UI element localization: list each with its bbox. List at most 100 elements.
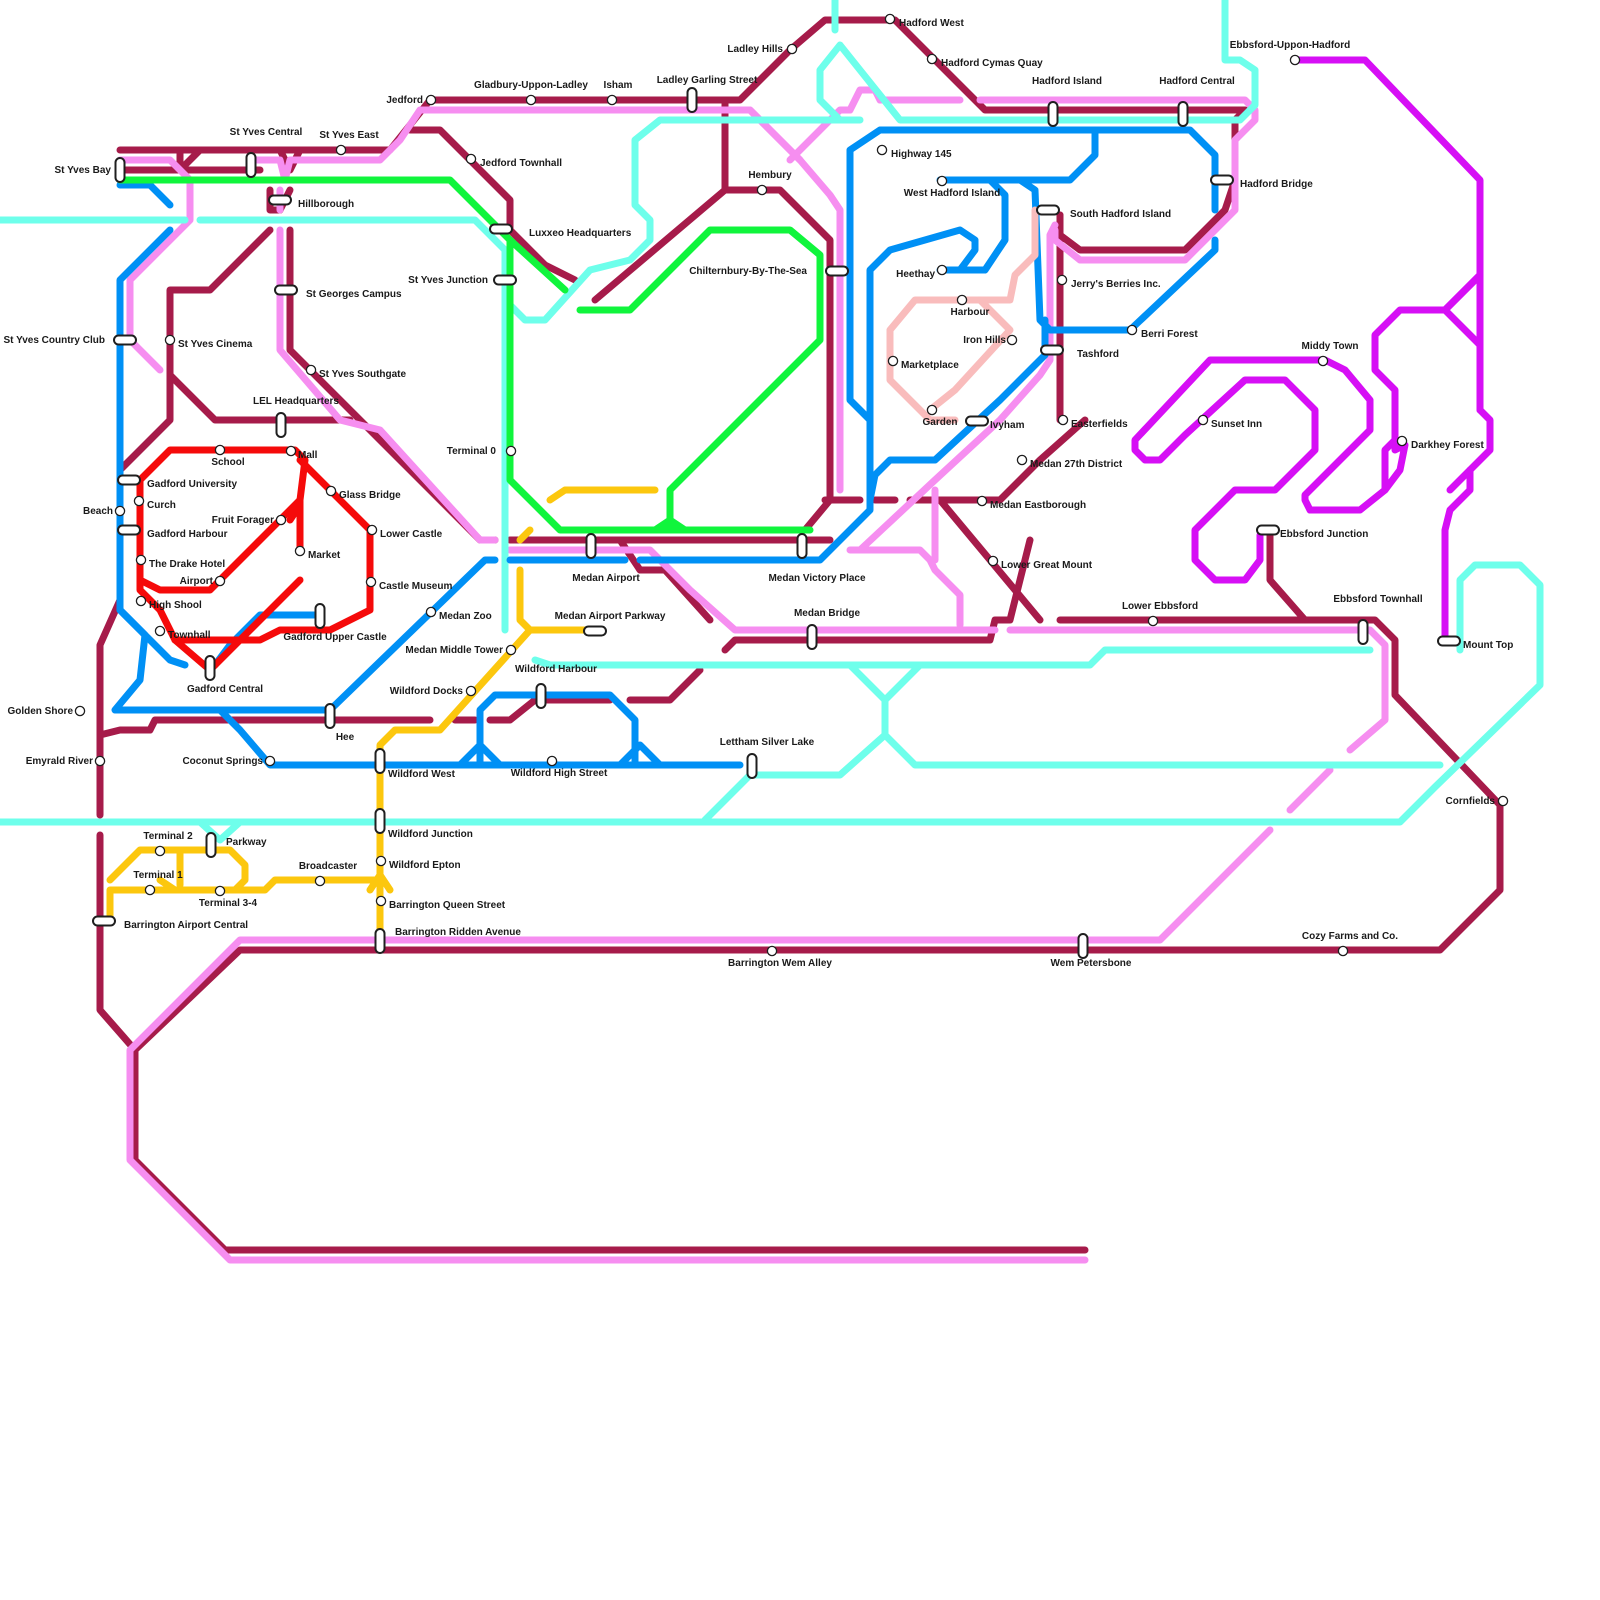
station-marker-barrington-queen-street[interactable] bbox=[376, 896, 385, 905]
station-marker-golden-shore[interactable] bbox=[75, 706, 84, 715]
station-marker-easterfields[interactable] bbox=[1058, 415, 1067, 424]
station-marker-lower-ebbsford[interactable] bbox=[1148, 616, 1157, 625]
station-marker-medan-middle-tower[interactable] bbox=[506, 645, 515, 654]
station-marker-harbour[interactable] bbox=[957, 295, 966, 304]
station-marker-mount-top[interactable] bbox=[1438, 637, 1460, 646]
station-marker-wildford-west[interactable] bbox=[376, 749, 385, 773]
station-marker-medan-bridge[interactable] bbox=[808, 625, 817, 649]
station-marker-lettham-silver-lake[interactable] bbox=[748, 754, 757, 778]
station-marker-garden[interactable] bbox=[927, 405, 936, 414]
station-marker-ebbsford-townhall[interactable] bbox=[1359, 620, 1368, 644]
station-marker-coconut-springs[interactable] bbox=[265, 756, 274, 765]
station-marker-terminal-0[interactable] bbox=[506, 446, 515, 455]
station-marker-jerry-s-berries-inc[interactable] bbox=[1057, 275, 1066, 284]
station-marker-gadford-harbour[interactable] bbox=[118, 526, 140, 535]
station-marker-south-hadford-island[interactable] bbox=[1037, 206, 1059, 215]
station-marker-hadford-bridge[interactable] bbox=[1211, 176, 1233, 185]
station-marker-airport[interactable] bbox=[215, 576, 224, 585]
station-marker-jedford[interactable] bbox=[426, 95, 435, 104]
station-marker-school[interactable] bbox=[215, 445, 224, 454]
station-label-terminal-1: Terminal 1 bbox=[133, 870, 183, 881]
station-marker-gadford-upper-castle[interactable] bbox=[316, 604, 325, 628]
station-marker-medan-airport-parkway[interactable] bbox=[584, 627, 606, 636]
station-marker-st-yves-bay[interactable] bbox=[116, 158, 125, 182]
station-marker-middy-town[interactable] bbox=[1318, 356, 1327, 365]
station-marker-lel-headquarters[interactable] bbox=[277, 413, 286, 437]
station-marker-medan-victory-place[interactable] bbox=[798, 534, 807, 558]
station-marker-ladley-hills[interactable] bbox=[787, 44, 796, 53]
station-marker-medan-27th-district[interactable] bbox=[1017, 455, 1026, 464]
station-marker-lower-great-mount[interactable] bbox=[988, 556, 997, 565]
station-marker-hadford-island[interactable] bbox=[1049, 102, 1058, 126]
station-marker-isham[interactable] bbox=[607, 95, 616, 104]
station-marker-parkway[interactable] bbox=[207, 833, 216, 857]
station-marker-barrington-ridden-avenue[interactable] bbox=[376, 929, 385, 953]
station-marker-mall[interactable] bbox=[286, 446, 295, 455]
station-marker-st-yves-junction[interactable] bbox=[494, 276, 516, 285]
station-marker-hembury[interactable] bbox=[757, 185, 766, 194]
station-marker-highway-145[interactable] bbox=[877, 145, 886, 154]
station-marker-townhall[interactable] bbox=[155, 626, 164, 635]
station-marker-chilternbury-by-the-sea[interactable] bbox=[826, 267, 848, 276]
station-marker-market[interactable] bbox=[295, 546, 304, 555]
station-marker-cozy-farms-and-co[interactable] bbox=[1338, 946, 1347, 955]
magenta-line-segment bbox=[1135, 360, 1395, 580]
station-marker-emyrald-river[interactable] bbox=[95, 756, 104, 765]
station-marker-terminal-2[interactable] bbox=[155, 846, 164, 855]
station-marker-beach[interactable] bbox=[115, 506, 124, 515]
station-marker-st-georges-campus[interactable] bbox=[275, 286, 297, 295]
station-marker-iron-hills[interactable] bbox=[1007, 335, 1016, 344]
station-marker-wildford-junction[interactable] bbox=[376, 809, 385, 833]
station-marker-berri-forest[interactable] bbox=[1127, 325, 1136, 334]
station-marker-wildford-high-street[interactable] bbox=[547, 756, 556, 765]
station-marker-darkhey-forest[interactable] bbox=[1397, 436, 1406, 445]
station-label-ladley-hills: Ladley Hills bbox=[727, 44, 783, 55]
station-marker-terminal-3-4[interactable] bbox=[215, 886, 224, 895]
station-marker-lower-castle[interactable] bbox=[367, 525, 376, 534]
station-marker-cornfields[interactable] bbox=[1498, 796, 1507, 805]
station-marker-st-yves-central[interactable] bbox=[247, 153, 256, 177]
station-marker-st-yves-country-club[interactable] bbox=[114, 336, 136, 345]
station-marker-fruit-forager[interactable] bbox=[276, 515, 285, 524]
station-marker-gladbury-uppon-ladley[interactable] bbox=[526, 95, 535, 104]
station-marker-tashford[interactable] bbox=[1041, 346, 1063, 355]
station-marker-hillborough[interactable] bbox=[269, 196, 291, 205]
station-marker-ladley-garling-street[interactable] bbox=[688, 88, 697, 112]
station-marker-ebbsford-uppon-hadford[interactable] bbox=[1290, 55, 1299, 64]
station-label-medan-airport: Medan Airport bbox=[572, 573, 640, 584]
station-marker-wem-petersbone[interactable] bbox=[1079, 934, 1088, 958]
station-marker-gadford-university[interactable] bbox=[118, 476, 140, 485]
station-marker-west-hadford-island[interactable] bbox=[937, 176, 946, 185]
station-marker-hee[interactable] bbox=[326, 704, 335, 728]
station-marker-medan-airport[interactable] bbox=[587, 534, 596, 558]
station-marker-st-yves-cinema[interactable] bbox=[165, 335, 174, 344]
station-marker-marketplace[interactable] bbox=[888, 356, 897, 365]
station-marker-st-yves-east[interactable] bbox=[336, 145, 345, 154]
station-marker-glass-bridge[interactable] bbox=[326, 486, 335, 495]
station-marker-sunset-inn[interactable] bbox=[1198, 415, 1207, 424]
station-marker-gadford-central[interactable] bbox=[206, 656, 215, 680]
station-marker-wildford-docks[interactable] bbox=[466, 686, 475, 695]
station-marker-high-shool[interactable] bbox=[136, 596, 145, 605]
station-marker-broadcaster[interactable] bbox=[315, 876, 324, 885]
station-marker-ebbsford-junction[interactable] bbox=[1257, 526, 1279, 535]
station-marker-hadford-central[interactable] bbox=[1179, 102, 1188, 126]
station-marker-medan-zoo[interactable] bbox=[426, 607, 435, 616]
station-marker-medan-eastborough[interactable] bbox=[977, 496, 986, 505]
station-marker-barrington-airport-central[interactable] bbox=[93, 917, 115, 926]
station-marker-ivyham[interactable] bbox=[966, 417, 988, 426]
station-marker-hadford-cymas-quay[interactable] bbox=[927, 54, 936, 63]
station-marker-st-yves-southgate[interactable] bbox=[306, 365, 315, 374]
station-marker-the-drake-hotel[interactable] bbox=[136, 555, 145, 564]
station-marker-terminal-1[interactable] bbox=[145, 885, 154, 894]
station-marker-heethay[interactable] bbox=[937, 265, 946, 274]
station-marker-luxxeo-headquarters[interactable] bbox=[490, 225, 512, 234]
station-marker-curch[interactable] bbox=[134, 496, 143, 505]
station-marker-jedford-townhall[interactable] bbox=[466, 154, 475, 163]
station-marker-castle-museum[interactable] bbox=[366, 577, 375, 586]
station-marker-wildford-harbour[interactable] bbox=[537, 684, 546, 708]
station-label-cozy-farms-and-co: Cozy Farms and Co. bbox=[1302, 931, 1398, 942]
station-marker-wildford-epton[interactable] bbox=[376, 856, 385, 865]
station-marker-hadford-west[interactable] bbox=[885, 14, 894, 23]
station-marker-barrington-wem-alley[interactable] bbox=[767, 946, 776, 955]
